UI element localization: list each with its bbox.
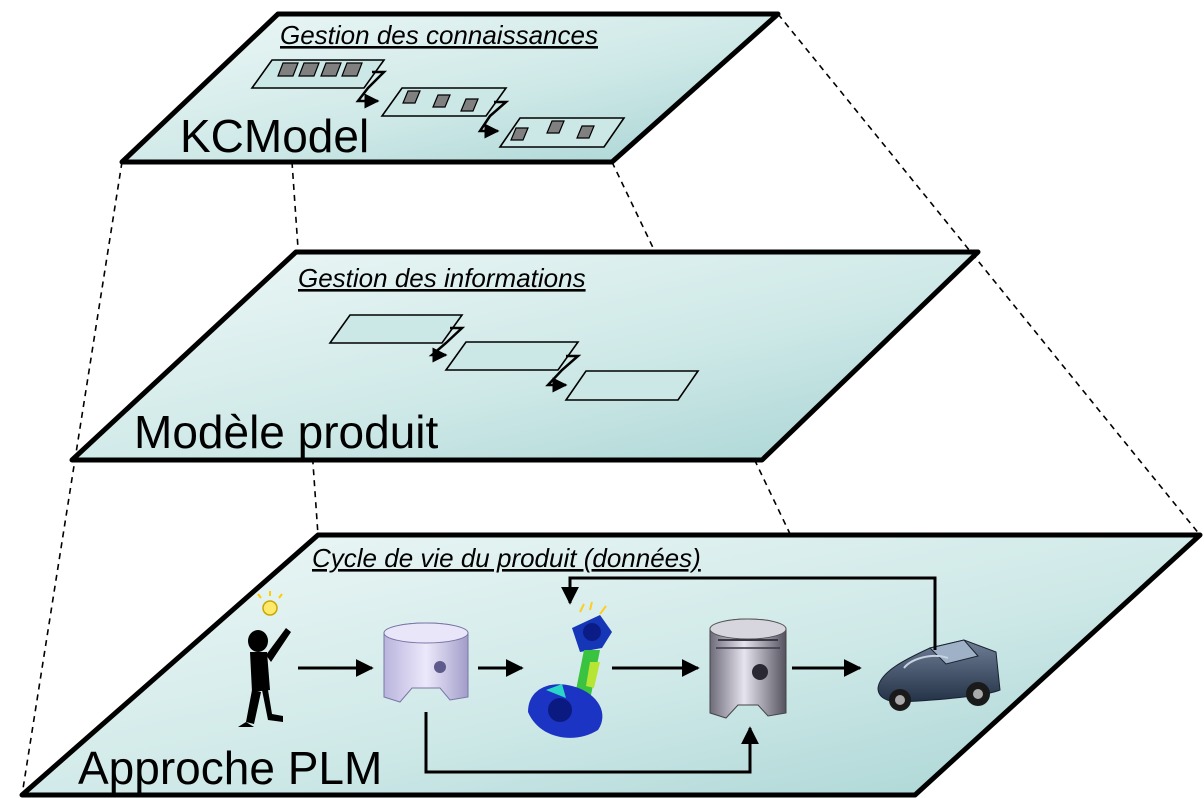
piston-cad-model-icon [383,622,469,703]
layer-top-name: KCModel [180,110,369,162]
layer-bottom-title: Cycle de vie du produit (données) [312,543,701,573]
layer-middle: Gestion des informations Modèle produit [69,249,981,463]
plane-bottom [19,532,1203,798]
layer-bottom-name: Approche PLM [78,742,382,794]
info-block-3 [564,370,700,401]
arrow-feedback-car-to-simulation [561,576,937,650]
info-block-2 [444,341,580,371]
connecting-rod-simulation-icon [528,601,612,738]
knowledge-flow [250,59,626,148]
information-flow [328,314,700,401]
layer-middle-title: Gestion des informations [298,263,586,293]
layer-top-title: Gestion des connaissances [280,20,598,50]
layer-bottom: Cycle de vie du produit (données) Approc… [19,532,1203,798]
thinking-person-icon [238,591,291,727]
car-icon [877,639,1001,711]
layer-middle-name: Modèle produit [134,406,439,458]
info-block-1 [328,314,464,344]
layer-top: Gestion des connaissances KCModel [119,11,781,165]
lifecycle-arrows [298,576,937,774]
knowledge-block-3 [498,117,626,148]
manufactured-piston-icon [709,618,787,719]
arrow-cad-to-part [424,712,759,774]
